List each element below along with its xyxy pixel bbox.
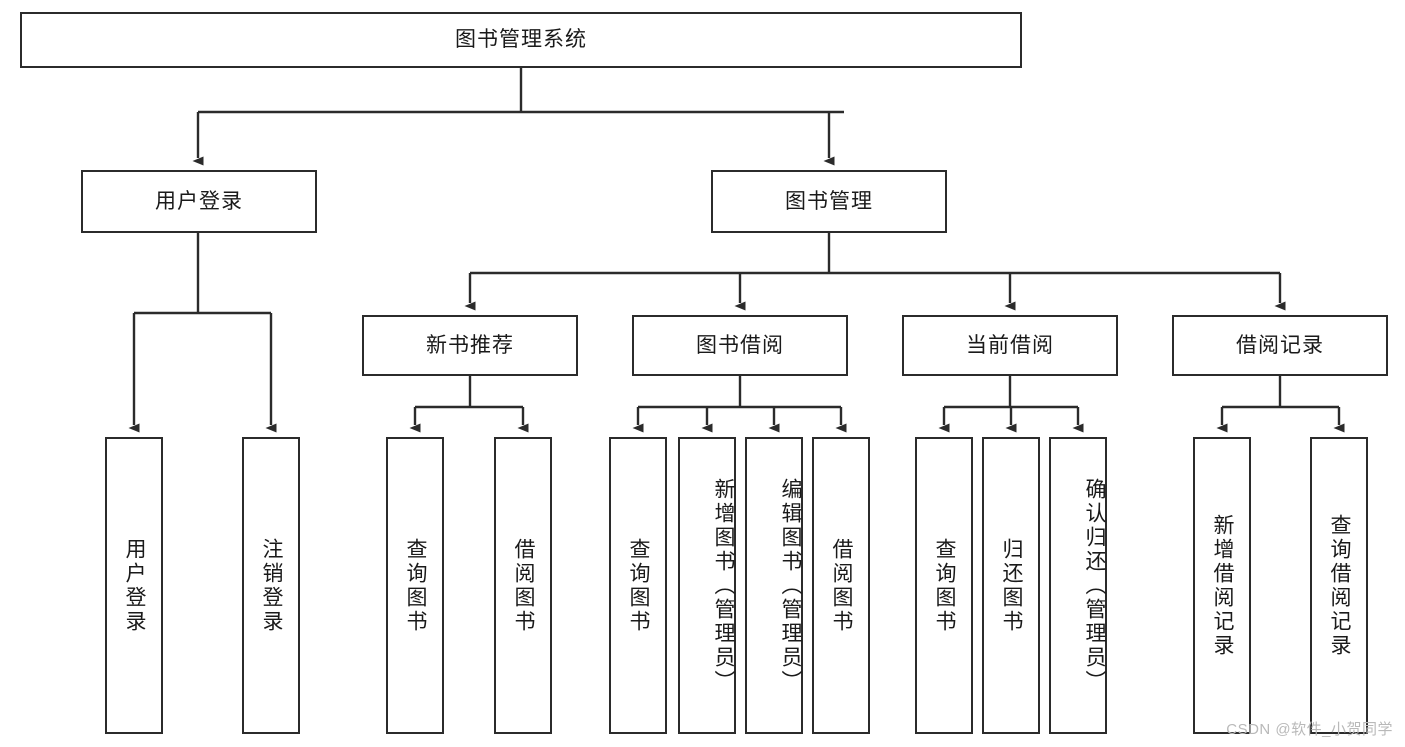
node-leaf-edit-book-label: 编辑图书（管理员） (779, 477, 802, 694)
node-leaf-user-login[interactable]: 用户登录 (105, 437, 163, 734)
node-leaf-logout-login-label: 注销登录 (260, 537, 284, 634)
node-book-borrow-label: 图书借阅 (696, 333, 784, 357)
node-leaf-edit-book[interactable]: 编辑图书（管理员） (745, 437, 803, 734)
node-book-manage[interactable]: 图书管理 (711, 170, 947, 233)
node-leaf-borrow-book-1[interactable]: 借阅图书 (494, 437, 552, 734)
node-leaf-query-record-label: 查询借阅记录 (1328, 513, 1352, 658)
node-leaf-add-book[interactable]: 新增图书（管理员） (678, 437, 736, 734)
node-leaf-query-book-3-label: 查询图书 (933, 537, 957, 634)
node-leaf-query-record[interactable]: 查询借阅记录 (1310, 437, 1368, 734)
node-leaf-return-book-label: 归还图书 (1000, 537, 1024, 634)
node-current-borrow[interactable]: 当前借阅 (902, 315, 1118, 376)
node-leaf-user-login-label: 用户登录 (123, 537, 147, 634)
node-user-login[interactable]: 用户登录 (81, 170, 317, 233)
node-book-manage-label: 图书管理 (785, 189, 873, 213)
node-leaf-add-record-label: 新增借阅记录 (1211, 513, 1235, 658)
node-borrow-record[interactable]: 借阅记录 (1172, 315, 1388, 376)
node-new-book-recommend-label: 新书推荐 (426, 333, 514, 357)
node-book-borrow[interactable]: 图书借阅 (632, 315, 848, 376)
node-new-book-recommend[interactable]: 新书推荐 (362, 315, 578, 376)
node-user-login-label: 用户登录 (155, 189, 243, 213)
node-leaf-query-book-3[interactable]: 查询图书 (915, 437, 973, 734)
node-leaf-add-record[interactable]: 新增借阅记录 (1193, 437, 1251, 734)
node-leaf-query-book-1[interactable]: 查询图书 (386, 437, 444, 734)
node-leaf-borrow-book-2-label: 借阅图书 (830, 537, 854, 634)
node-leaf-logout-login[interactable]: 注销登录 (242, 437, 300, 734)
node-root[interactable]: 图书管理系统 (20, 12, 1022, 68)
node-leaf-query-book-1-label: 查询图书 (404, 537, 428, 634)
node-leaf-borrow-book-1-label: 借阅图书 (512, 537, 536, 634)
node-leaf-add-book-label: 新增图书（管理员） (712, 477, 735, 694)
node-current-borrow-label: 当前借阅 (966, 333, 1054, 357)
node-leaf-query-book-2[interactable]: 查询图书 (609, 437, 667, 734)
node-leaf-confirm-return[interactable]: 确认归还（管理员） (1049, 437, 1107, 734)
node-leaf-confirm-return-label: 确认归还（管理员） (1083, 477, 1106, 694)
node-borrow-record-label: 借阅记录 (1236, 333, 1324, 357)
node-leaf-return-book[interactable]: 归还图书 (982, 437, 1040, 734)
node-leaf-borrow-book-2[interactable]: 借阅图书 (812, 437, 870, 734)
watermark-text: CSDN @软件_小贺同学 (1226, 721, 1393, 738)
node-root-label: 图书管理系统 (455, 28, 587, 52)
node-leaf-query-book-2-label: 查询图书 (627, 537, 651, 634)
